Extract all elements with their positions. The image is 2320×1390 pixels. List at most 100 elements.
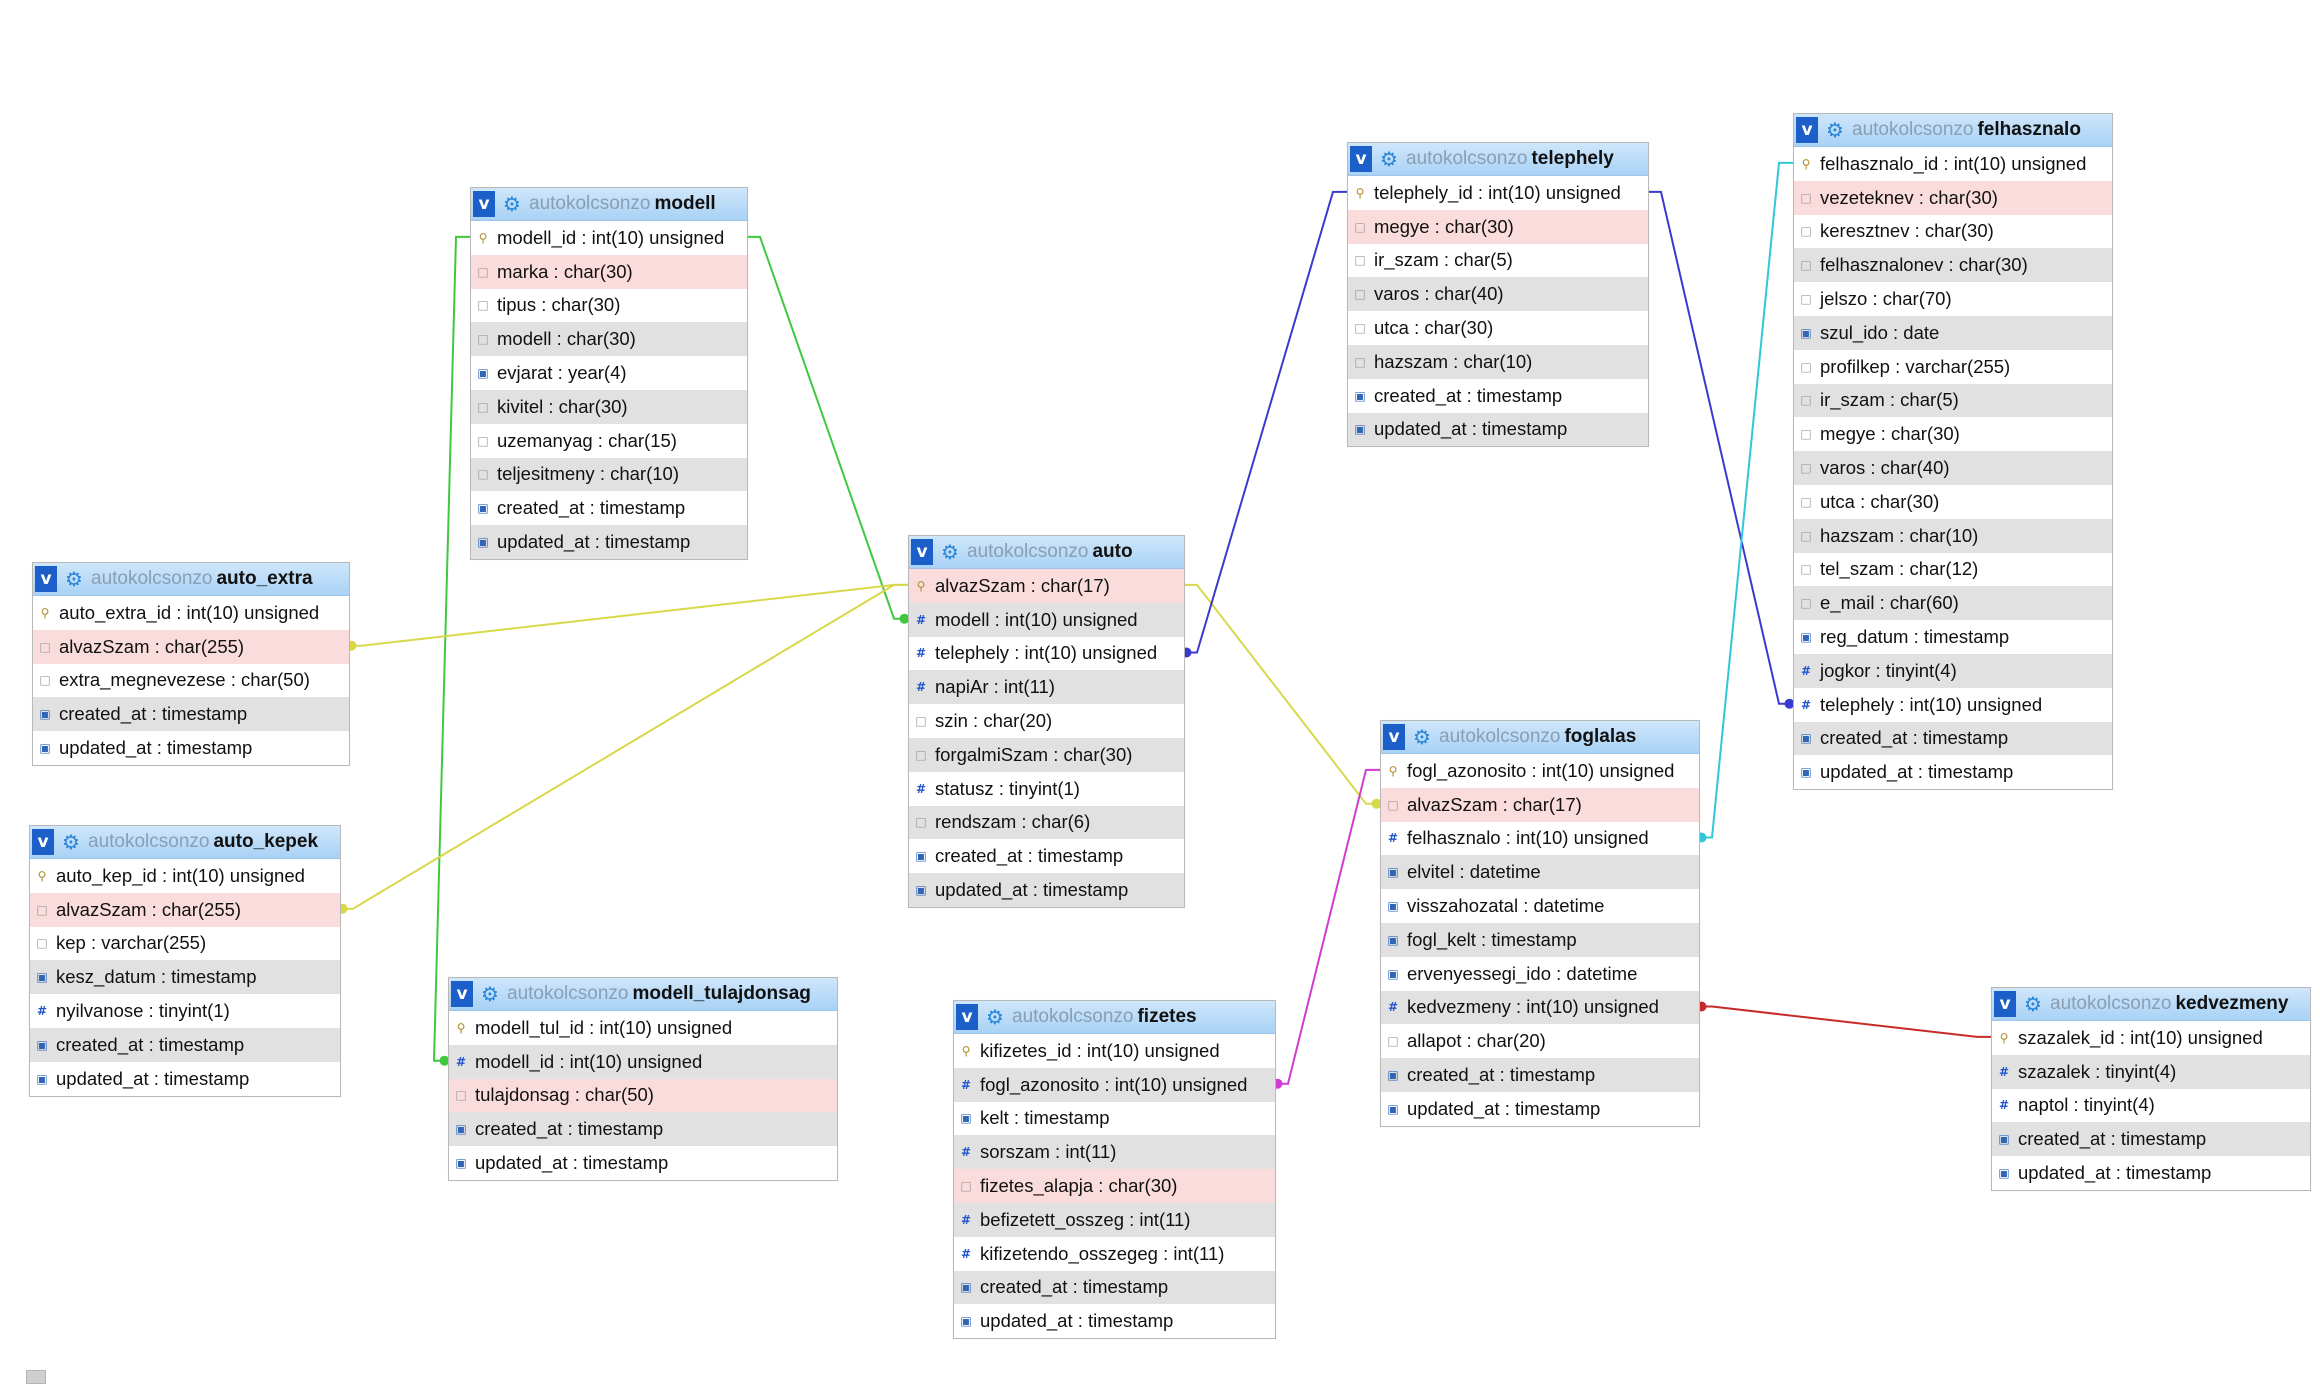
collapse-toggle-icon[interactable]: v (1350, 146, 1372, 172)
column-row[interactable]: ▣updated_at : timestamp (449, 1146, 837, 1180)
column-row[interactable]: ▣kesz_datum : timestamp (30, 960, 340, 995)
collapse-toggle-icon[interactable]: v (1796, 117, 1818, 143)
column-row[interactable]: ⚲modell_id : int(10) unsigned (471, 221, 747, 255)
column-row[interactable]: □alvazSzam : char(17) (1381, 787, 1699, 822)
column-row[interactable]: □uzemanyag : char(15) (471, 424, 747, 458)
column-row[interactable]: ▣updated_at : timestamp (30, 1062, 340, 1096)
column-row[interactable]: #kedvezmeny : int(10) unsigned (1381, 990, 1699, 1025)
collapse-toggle-icon[interactable]: v (911, 539, 933, 565)
column-row[interactable]: ⚲telephely_id : int(10) unsigned (1348, 176, 1648, 210)
column-row[interactable]: ▣szul_ido : date (1794, 315, 2112, 350)
column-row[interactable]: ▣evjarat : year(4) (471, 356, 747, 390)
column-row[interactable]: □e_mail : char(60) (1794, 586, 2112, 621)
column-row[interactable]: ▣fogl_kelt : timestamp (1381, 922, 1699, 957)
column-row[interactable]: #fogl_azonosito : int(10) unsigned (954, 1067, 1275, 1102)
column-row[interactable]: □modell : char(30) (471, 322, 747, 357)
column-row[interactable]: ▣created_at : timestamp (1794, 721, 2112, 756)
column-row[interactable]: □alvazSzam : char(255) (30, 892, 340, 927)
column-row[interactable]: #telephely : int(10) unsigned (909, 637, 1184, 671)
column-row[interactable]: ⚲fogl_azonosito : int(10) unsigned (1381, 754, 1699, 788)
settings-gear-icon[interactable]: ⚙ (2024, 992, 2042, 1016)
column-row[interactable]: ▣updated_at : timestamp (1992, 1156, 2310, 1190)
collapse-toggle-icon[interactable]: v (32, 829, 54, 855)
column-row[interactable]: □hazszam : char(10) (1348, 344, 1648, 379)
column-row[interactable]: ⚲kifizetes_id : int(10) unsigned (954, 1034, 1275, 1068)
column-row[interactable]: □utca : char(30) (1348, 311, 1648, 345)
column-row[interactable]: □kep : varchar(255) (30, 927, 340, 961)
column-row[interactable]: ▣elvitel : datetime (1381, 855, 1699, 890)
column-row[interactable]: #modell : int(10) unsigned (909, 602, 1184, 637)
column-row[interactable]: #statusz : tinyint(1) (909, 772, 1184, 806)
scroll-handle[interactable] (26, 1370, 46, 1384)
settings-gear-icon[interactable]: ⚙ (986, 1005, 1004, 1029)
column-row[interactable]: ▣updated_at : timestamp (471, 525, 747, 559)
column-row[interactable]: □szin : char(20) (909, 704, 1184, 738)
column-row[interactable]: ▣updated_at : timestamp (33, 731, 349, 765)
column-row[interactable]: ▣created_at : timestamp (1381, 1058, 1699, 1092)
column-row[interactable]: ▣created_at : timestamp (449, 1112, 837, 1147)
column-row[interactable]: ▣updated_at : timestamp (909, 873, 1184, 907)
settings-gear-icon[interactable]: ⚙ (65, 567, 83, 591)
column-row[interactable]: □hazszam : char(10) (1794, 518, 2112, 553)
column-row[interactable]: #befizetett_osszeg : int(11) (954, 1202, 1275, 1237)
column-row[interactable]: □tulajdonsag : char(50) (449, 1078, 837, 1113)
column-row[interactable]: #nyilvanose : tinyint(1) (30, 994, 340, 1028)
column-row[interactable]: □allapot : char(20) (1381, 1024, 1699, 1058)
settings-gear-icon[interactable]: ⚙ (1413, 725, 1431, 749)
column-row[interactable]: ▣updated_at : timestamp (1794, 755, 2112, 789)
column-row[interactable]: □profilkep : varchar(255) (1794, 350, 2112, 384)
column-row[interactable]: #telephely : int(10) unsigned (1794, 688, 2112, 722)
column-row[interactable]: ▣created_at : timestamp (1348, 379, 1648, 413)
column-row[interactable]: □ir_szam : char(5) (1794, 383, 2112, 418)
column-row[interactable]: ▣updated_at : timestamp (1381, 1092, 1699, 1126)
column-row[interactable]: □ir_szam : char(5) (1348, 244, 1648, 278)
column-row[interactable]: ⚲szazalek_id : int(10) unsigned (1992, 1021, 2310, 1055)
column-row[interactable]: □megye : char(30) (1794, 417, 2112, 451)
column-row[interactable]: ▣visszahozatal : datetime (1381, 889, 1699, 923)
column-row[interactable]: ▣reg_datum : timestamp (1794, 620, 2112, 654)
column-row[interactable]: #modell_id : int(10) unsigned (449, 1044, 837, 1079)
column-row[interactable]: #naptol : tinyint(4) (1992, 1089, 2310, 1123)
column-row[interactable]: □tel_szam : char(12) (1794, 553, 2112, 587)
settings-gear-icon[interactable]: ⚙ (481, 982, 499, 1006)
column-row[interactable]: #napiAr : int(11) (909, 670, 1184, 705)
collapse-toggle-icon[interactable]: v (451, 981, 473, 1007)
column-row[interactable]: □utca : char(30) (1794, 485, 2112, 519)
column-row[interactable]: ⚲auto_extra_id : int(10) unsigned (33, 596, 349, 630)
column-row[interactable]: □tipus : char(30) (471, 289, 747, 323)
column-row[interactable]: □rendszam : char(6) (909, 805, 1184, 840)
settings-gear-icon[interactable]: ⚙ (503, 192, 521, 216)
column-row[interactable]: ▣ervenyessegi_ido : datetime (1381, 957, 1699, 991)
settings-gear-icon[interactable]: ⚙ (1380, 147, 1398, 171)
settings-gear-icon[interactable]: ⚙ (62, 830, 80, 854)
column-row[interactable]: □varos : char(40) (1794, 451, 2112, 485)
column-row[interactable]: □felhasznalonev : char(30) (1794, 248, 2112, 283)
column-row[interactable]: ⚲alvazSzam : char(17) (909, 569, 1184, 603)
column-row[interactable]: ⚲modell_tul_id : int(10) unsigned (449, 1011, 837, 1045)
collapse-toggle-icon[interactable]: v (473, 191, 495, 217)
column-row[interactable]: □alvazSzam : char(255) (33, 629, 349, 664)
column-row[interactable]: □keresztnev : char(30) (1794, 215, 2112, 249)
column-row[interactable]: ▣created_at : timestamp (954, 1270, 1275, 1305)
column-row[interactable]: □megye : char(30) (1348, 209, 1648, 244)
column-row[interactable]: ⚲auto_kep_id : int(10) unsigned (30, 859, 340, 893)
column-row[interactable]: □varos : char(40) (1348, 277, 1648, 312)
collapse-toggle-icon[interactable]: v (1383, 724, 1405, 750)
